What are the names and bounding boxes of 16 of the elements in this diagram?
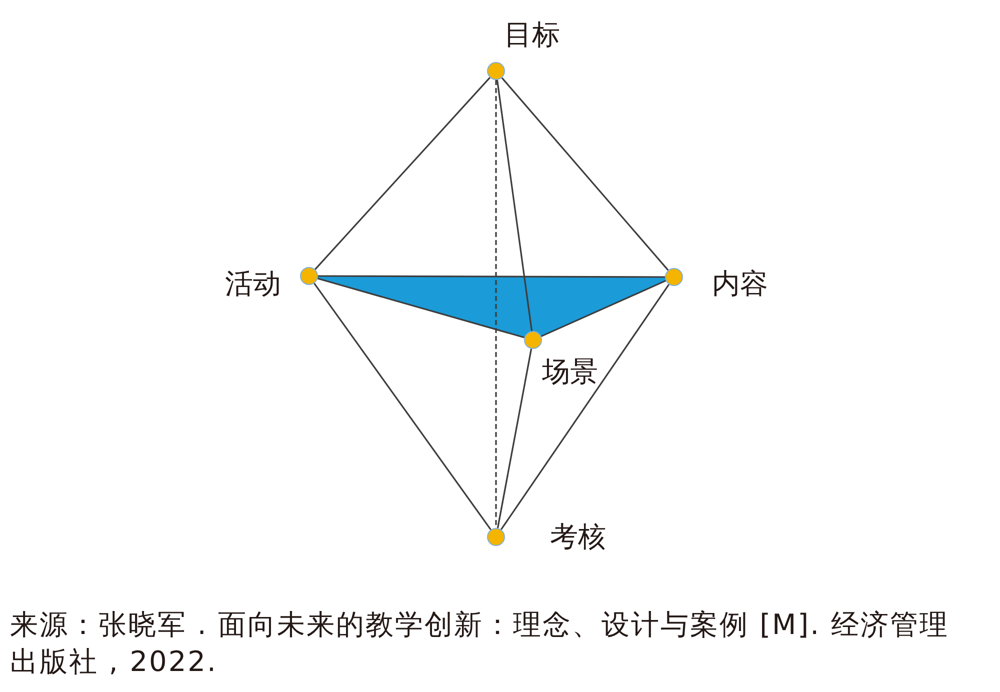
connector-line	[317, 278, 525, 338]
connector-line	[540, 280, 666, 338]
connector-line	[314, 282, 492, 530]
connector-line	[318, 275, 665, 278]
connector-line	[496, 80, 533, 332]
connector-line	[500, 284, 670, 530]
vertex-label: 场景	[542, 356, 598, 388]
dashed-connector-line	[495, 80, 497, 528]
vertex-label: 内容	[712, 268, 768, 300]
vertex-label: 目标	[504, 19, 560, 51]
vertex-label: 考核	[550, 521, 606, 553]
vertex-label: 活动	[225, 268, 281, 300]
connector-line	[314, 77, 490, 270]
connector-line	[501, 77, 669, 271]
source-caption: 来源：张晓军 . 面向未来的教学创新：理念、设计与案例 [M]. 经济管理出版社 , 2022.	[10, 607, 950, 680]
connector-line	[496, 348, 532, 528]
